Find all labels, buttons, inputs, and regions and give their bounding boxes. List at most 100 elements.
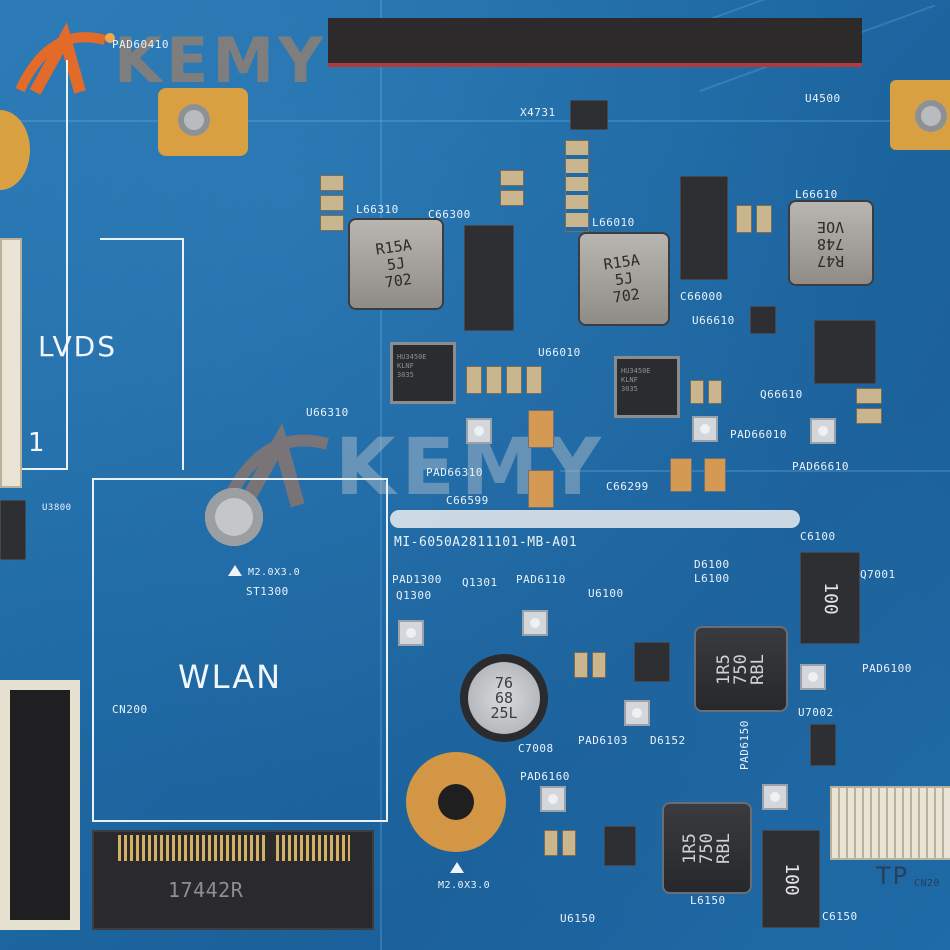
label-pad66610: PAD66610 [792,460,849,473]
label-pad1300: PAD1300 [392,573,442,586]
label-pad66310: PAD66310 [426,466,483,479]
capacitor [466,366,482,394]
lvds-outline [100,238,184,470]
capacitor [320,215,344,231]
label-pad6160: PAD6160 [520,770,570,783]
test-pad [398,620,424,646]
capacitor [856,408,882,424]
ffc-connector [0,680,80,930]
label-x4731: X4731 [520,106,556,119]
label-c6100: C6100 [800,530,836,543]
chip [0,500,26,560]
label-m2-slot: 17442R [168,878,244,902]
capacitor [506,366,522,394]
brand-text: KEMY [114,23,327,97]
label-pad60410: PAD60410 [112,38,169,51]
capacitor [500,170,524,186]
label-u3800: U3800 [42,503,72,513]
label-c7008: C7008 [518,742,554,755]
label-one: 1 [28,428,47,458]
capacitor [736,205,752,233]
lvds-outline [22,60,68,470]
label-c66300: C66300 [428,208,471,221]
mount-arrow-icon [450,862,464,873]
test-pad [624,700,650,726]
label-q1300: Q1300 [396,589,432,602]
capacitor [574,652,588,678]
label-c66599: C66599 [446,494,489,507]
label-wlan: WLAN [178,658,283,696]
label-tp: TP [876,862,910,890]
label-u7002: U7002 [798,706,834,719]
tantalum-marking: 100 [780,862,802,896]
label-u4500: U4500 [805,92,841,105]
label-board-id: MI-6050A2811101-MB-A01 [394,535,578,550]
label-u66610: U66610 [692,314,735,327]
label-u6150: U6150 [560,912,596,925]
brand-logo-icon [221,422,329,509]
label-pad6110: PAD6110 [516,573,566,586]
capacitor [708,380,722,404]
mount-arrow-icon [228,565,242,576]
test-pad [692,416,718,442]
chip [750,306,776,334]
label-l66310: L66310 [356,203,399,216]
label-c66000: C66000 [680,290,723,303]
mosfet [814,320,876,384]
label-cn20x: CN20 [914,878,941,889]
label-cn200: CN200 [112,703,148,716]
brand-logo-icon [15,22,115,95]
lvds-connector [0,238,22,488]
label-u66310: U66310 [306,406,349,419]
label-st1300: ST1300 [246,585,289,598]
tantalum-capacitor: 100 [762,830,820,928]
capacitor [704,458,726,492]
label-m20x30-bottom: M2.0X3.0 [438,880,491,891]
screw-hole [178,104,210,136]
screw-hole [205,488,263,546]
label-pad6150: PAD6150 [738,720,751,770]
test-pad [540,786,566,812]
screw-hole [915,100,947,132]
capacitor [856,388,882,404]
capacitor [500,190,524,206]
wlan-outline [92,478,388,822]
capacitor [528,470,554,508]
m2-pins [276,835,350,861]
brand-watermark: KEMY [10,20,327,100]
label-l66010: L66010 [592,216,635,229]
label-c6150: C6150 [822,910,858,923]
label-pad6100: PAD6100 [862,662,912,675]
chip [604,826,636,866]
capacitor [690,380,704,404]
capacitor [670,458,692,492]
label-q1301: Q1301 [462,576,498,589]
capacitor [756,205,772,233]
test-pad [762,784,788,810]
capacitor [528,410,554,448]
test-pad [800,664,826,690]
capacitor [562,830,576,856]
chip [570,100,608,130]
capacitor [486,366,502,394]
touchpad-connector [830,786,950,860]
label-u66010: U66010 [538,346,581,359]
test-pad [810,418,836,444]
label-lvds: LVDS [38,330,118,363]
label-l66610: L66610 [795,188,838,201]
tantalum-capacitor: 100 [800,552,860,644]
tantalum-marking: 100 [819,581,841,615]
label-d6152: D6152 [650,734,686,747]
chip [810,724,836,766]
label-l6100: L6100 [694,572,730,585]
capacitor [320,195,344,211]
mosfet [464,225,514,331]
screw-hole [438,784,474,820]
